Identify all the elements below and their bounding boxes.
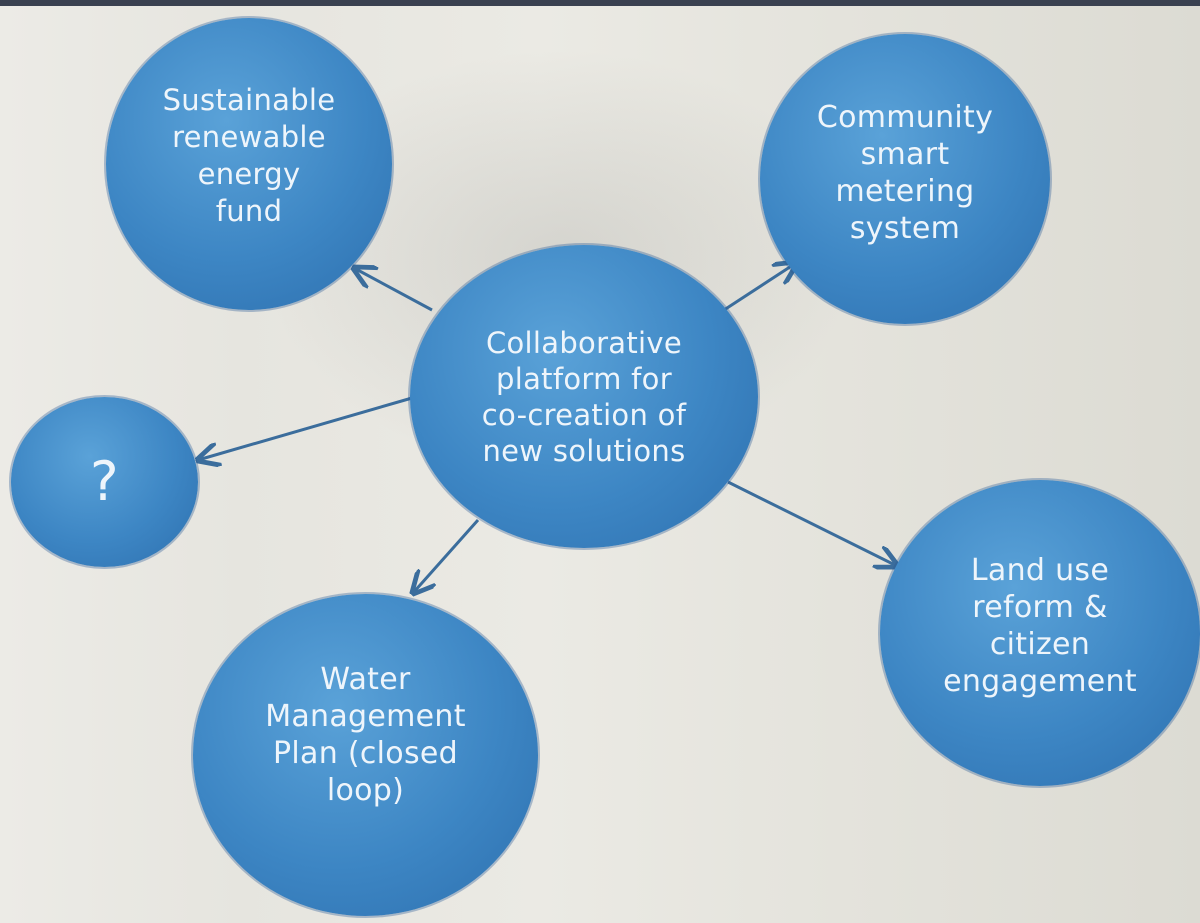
arrow-to-energy-fund — [354, 268, 433, 312]
node-renewable-energy-fund: Sustainable renewable energy fund — [106, 18, 392, 310]
land-use-label: Land use reform & citizen engagement — [943, 553, 1137, 699]
energy-fund-label: Sustainable renewable energy fund — [162, 83, 336, 228]
center-node-label: Collaborative platform for co-creation o… — [481, 325, 687, 468]
arrow-to-land-use — [727, 480, 897, 566]
frame-top-edge — [0, 0, 1200, 6]
node-water-management-plan: Water Management Plan (closed loop) — [193, 594, 538, 916]
arrow-to-water-plan — [413, 519, 480, 593]
node-community-smart-metering: Community smart metering system — [760, 34, 1050, 324]
arrow-to-unknown — [198, 396, 413, 460]
node-unknown-question: ? — [11, 397, 198, 567]
smart-metering-label: Community smart metering system — [816, 100, 994, 246]
arrow-to-smart-metering — [723, 263, 796, 312]
node-land-use-reform: Land use reform & citizen engagement — [880, 480, 1200, 786]
question-mark-label: ? — [90, 450, 119, 513]
center-node-collaborative-platform: Collaborative platform for co-creation o… — [410, 245, 758, 548]
water-plan-label: Water Management Plan (closed loop) — [265, 662, 466, 808]
